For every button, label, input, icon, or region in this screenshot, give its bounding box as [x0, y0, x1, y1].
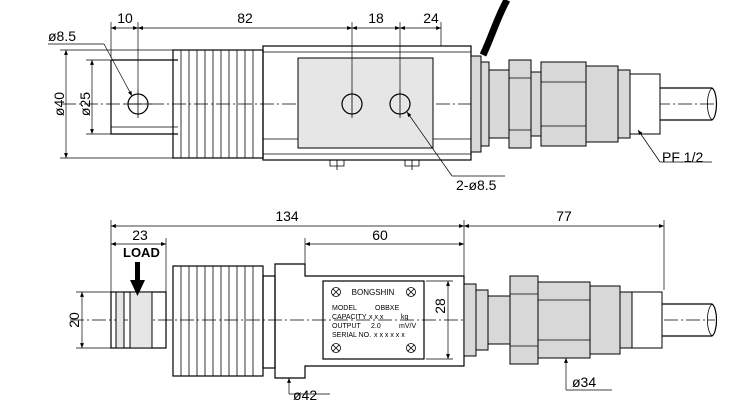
screw-icon: [406, 343, 416, 353]
dim-hole-dia: ø8.5: [48, 28, 76, 44]
dim-82: 82: [237, 10, 253, 26]
dim-dia-40: ø40: [51, 92, 67, 116]
plate-unit-output: mV/V: [399, 323, 416, 330]
top-flange: [470, 55, 482, 153]
top-gland: [629, 73, 661, 135]
plate-value-model: OBBXE: [375, 305, 399, 312]
load-label: LOAD: [123, 245, 160, 260]
dim-23: 23: [132, 227, 148, 243]
side-gland: [631, 291, 663, 349]
dim-20: 20: [66, 312, 82, 328]
dim-dia-42: ø42: [293, 387, 317, 403]
dim-28: 28: [432, 298, 448, 314]
side-nut2: [537, 281, 591, 359]
dim-dia-34: ø34: [572, 374, 596, 390]
plate-label-model: MODEL: [332, 305, 357, 312]
side-view: BONGSHIN MODEL OBBXE CAPACITY x x x kg O…: [66, 208, 718, 403]
dim-134: 134: [275, 208, 299, 224]
dim-60: 60: [372, 227, 388, 243]
plate-label-capacity: CAPACITY: [332, 314, 367, 321]
plate-brand: BONGSHIN: [352, 288, 395, 297]
nameplate: BONGSHIN MODEL OBBXE CAPACITY x x x kg O…: [322, 280, 425, 360]
top-nut1: [508, 59, 532, 149]
top-view: 10 82 18 24 ø8.5 ø40 ø25 2-ø8.5 PF 1/2: [48, 0, 718, 193]
plate-unit-capacity: kg: [401, 314, 409, 321]
dim-holes-2x: 2-ø8.5: [456, 177, 497, 193]
side-nut1: [509, 275, 539, 365]
side-flange: [463, 283, 477, 357]
dim-77: 77: [556, 208, 572, 224]
top-dim-row: 10 82 18 24: [110, 10, 442, 90]
dim-pf: PF 1/2: [662, 149, 703, 165]
plate-value-output: 2.0: [371, 323, 381, 330]
top-nut2: [540, 61, 587, 147]
dim-18: 18: [368, 10, 384, 26]
plate-label-output: OUTPUT: [332, 323, 362, 330]
dim-dia-25: ø25: [77, 92, 93, 116]
screw-icon: [406, 287, 416, 297]
dim-10: 10: [117, 10, 133, 26]
plate-value-capacity: x x x: [369, 314, 384, 321]
plate-value-serial: x x x x x x: [374, 332, 405, 339]
top-recess: [297, 57, 434, 149]
dim-24: 24: [423, 10, 439, 26]
screw-icon: [331, 343, 341, 353]
screw-icon: [331, 287, 341, 297]
plate-label-serial: SERIAL NO.: [332, 332, 371, 339]
side-bellows: [172, 265, 264, 377]
load-arrow-icon: [135, 262, 140, 282]
side-body: [274, 263, 465, 379]
cable-top: [479, 0, 511, 57]
